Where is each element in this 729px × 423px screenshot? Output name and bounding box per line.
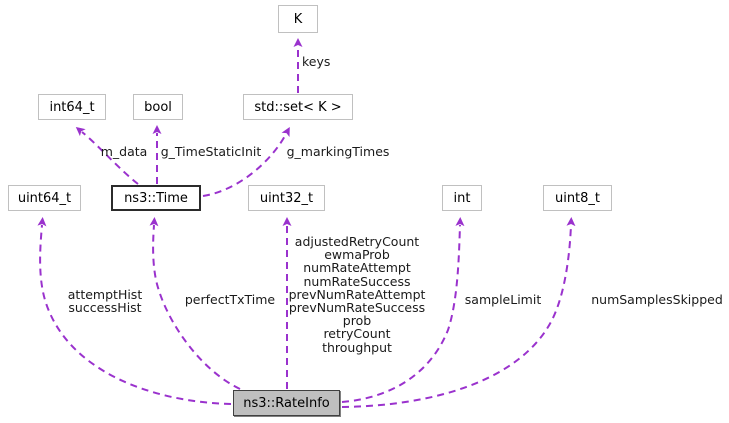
edge-label-numSamplesSkipped: numSamplesSkipped	[591, 292, 723, 307]
edge-label-sampleLimit: sampleLimit	[464, 292, 542, 307]
node-uint8_t[interactable]: uint8_t	[543, 185, 612, 211]
edge-g_markingTimes	[202, 126, 290, 197]
node-int64_t[interactable]: int64_t	[38, 94, 106, 120]
node-uint8_t-label: uint8_t	[554, 190, 601, 206]
edge-label-keys: keys	[302, 54, 331, 69]
node-ns3-rateinfo[interactable]: ns3::RateInfo	[233, 390, 340, 416]
node-K-label: K	[293, 11, 303, 27]
edge-perfectTxTime	[149, 217, 241, 390]
node-uint64_t-label: uint64_t	[17, 190, 72, 206]
node-K[interactable]: K	[278, 5, 318, 33]
node-ns3-time-label: ns3::Time	[124, 190, 188, 206]
node-ns3-rateinfo-label: ns3::RateInfo	[243, 395, 330, 411]
node-std-set-k-label: std::set< K >	[254, 99, 342, 115]
edge-label-g_TimeStaticInit: g_TimeStaticInit	[160, 144, 262, 159]
node-int64_t-label: int64_t	[49, 99, 95, 115]
edge-label-perfectTxTime: perfectTxTime	[184, 292, 276, 307]
edge-numSamplesSkipped	[341, 217, 576, 408]
edge-sampleLimit	[341, 217, 465, 403]
edge-label-attempt-success-hist: attemptHist successHist	[67, 287, 143, 316]
edge-label-uint32-fields: adjustedRetryCount ewmaProb numRateAttem…	[288, 234, 426, 355]
edge-label-g_markingTimes: g_markingTimes	[286, 144, 390, 159]
node-int-label: int	[453, 190, 471, 206]
node-uint32_t-label: uint32_t	[259, 190, 314, 206]
node-bool[interactable]: bool	[133, 94, 183, 120]
node-bool-label: bool	[144, 99, 172, 115]
node-std-set-k[interactable]: std::set< K >	[243, 94, 353, 120]
edge-m_data	[75, 126, 139, 185]
edge-attempt-success-hist	[37, 217, 232, 405]
node-ns3-time[interactable]: ns3::Time	[111, 185, 201, 211]
node-uint64_t[interactable]: uint64_t	[8, 185, 81, 211]
node-int[interactable]: int	[442, 185, 482, 211]
edge-label-m_data: m_data	[100, 144, 148, 159]
node-uint32_t[interactable]: uint32_t	[248, 185, 325, 211]
